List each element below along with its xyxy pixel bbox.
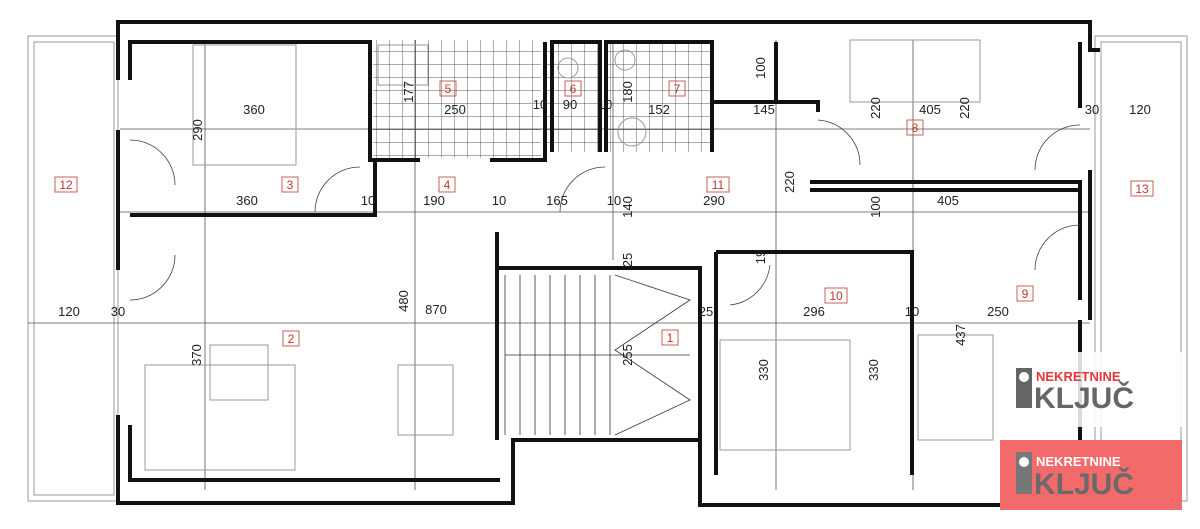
- svg-text:4: 4: [444, 178, 451, 192]
- dim: 177: [401, 81, 416, 103]
- dim: 19: [753, 250, 768, 264]
- dim: 180: [620, 81, 635, 103]
- dim: 290: [703, 193, 725, 208]
- dim: 290: [190, 119, 205, 141]
- svg-text:KLJUČ: KLJUČ: [1034, 381, 1134, 415]
- svg-text:13: 13: [1135, 182, 1149, 196]
- svg-text:11: 11: [712, 178, 725, 192]
- svg-text:7: 7: [674, 82, 681, 96]
- svg-text:6: 6: [570, 82, 577, 96]
- dim: 405: [919, 102, 941, 117]
- room-label-2: 2: [282, 330, 300, 347]
- dim: 10: [598, 97, 612, 112]
- room-label-10: 10: [824, 287, 848, 304]
- dim: 10: [492, 193, 506, 208]
- room-label-11: 11: [706, 176, 730, 193]
- dim: 25: [699, 304, 713, 319]
- room-label-13: 13: [1130, 180, 1154, 197]
- svg-text:2: 2: [288, 332, 295, 346]
- room-label-9: 9: [1016, 285, 1034, 302]
- dim: 190: [423, 193, 445, 208]
- room-label-1: 1: [661, 329, 679, 346]
- dim: 220: [868, 97, 883, 119]
- dim: 10: [533, 97, 547, 112]
- dim: 25: [620, 253, 635, 267]
- dim: 145: [753, 102, 775, 117]
- furniture: [144, 39, 994, 471]
- dimension-labels: 360 290 360 10 190 10 165 10 140 290 220…: [58, 57, 1151, 381]
- dim: 10: [361, 193, 375, 208]
- logo-watermark: NEKRETNINE KLJUČ: [1000, 352, 1182, 427]
- room-label-3: 3: [281, 176, 299, 193]
- svg-text:NEKRETNINE: NEKRETNINE: [1036, 369, 1121, 384]
- dim: 220: [782, 171, 797, 193]
- dim: 480: [396, 290, 411, 312]
- svg-text:12: 12: [59, 178, 73, 192]
- logo-banner: NEKRETNINE KLJUČ: [1000, 440, 1182, 510]
- room-label-8: 8: [906, 119, 924, 136]
- svg-text:5: 5: [445, 82, 452, 96]
- dim: 152: [648, 102, 670, 117]
- svg-text:3: 3: [287, 178, 294, 192]
- room-label-5: 5: [439, 80, 457, 97]
- dim: 100: [868, 196, 883, 218]
- dim: 120: [58, 304, 80, 319]
- dim: 30: [1085, 102, 1099, 117]
- dim: 360: [243, 102, 265, 117]
- door-swings: [129, 119, 1081, 306]
- dim: 330: [756, 359, 771, 381]
- dim: 10: [607, 193, 621, 208]
- dim: 405: [937, 193, 959, 208]
- kitchen-tiles: [373, 40, 541, 158]
- dim: 30: [111, 304, 125, 319]
- dim: 296: [803, 304, 825, 319]
- svg-text:KLJUČ: KLJUČ: [1034, 467, 1134, 501]
- svg-text:8: 8: [912, 121, 919, 135]
- room-label-6: 6: [564, 80, 582, 97]
- svg-text:10: 10: [829, 289, 843, 303]
- dim: 165: [546, 193, 568, 208]
- svg-text:NEKRETNINE: NEKRETNINE: [1036, 454, 1121, 469]
- dim: 100: [753, 57, 768, 79]
- dim: 90: [563, 97, 577, 112]
- staircase: [504, 274, 691, 436]
- room-label-12: 12: [54, 176, 78, 193]
- svg-text:9: 9: [1022, 287, 1029, 301]
- dim: 120: [1129, 102, 1151, 117]
- dim: 437: [953, 324, 968, 346]
- dim: 370: [189, 344, 204, 366]
- room-label-7: 7: [668, 80, 686, 97]
- dim: 360: [236, 193, 258, 208]
- dim: 870: [425, 302, 447, 317]
- dim: 255: [620, 344, 635, 366]
- dim: 140: [620, 196, 635, 218]
- balcony-left: [27, 35, 119, 502]
- dim: 250: [444, 102, 466, 117]
- dim: 250: [987, 304, 1009, 319]
- dim: 220: [957, 97, 972, 119]
- dim: 10: [905, 304, 919, 319]
- svg-text:1: 1: [667, 331, 674, 345]
- room-labels: 1 2 3 4 5 6 7 8 9 10 11 12 13: [54, 80, 1154, 347]
- bathroom-7-tiles: [606, 40, 710, 152]
- room-label-4: 4: [438, 176, 456, 193]
- dim: 330: [866, 359, 881, 381]
